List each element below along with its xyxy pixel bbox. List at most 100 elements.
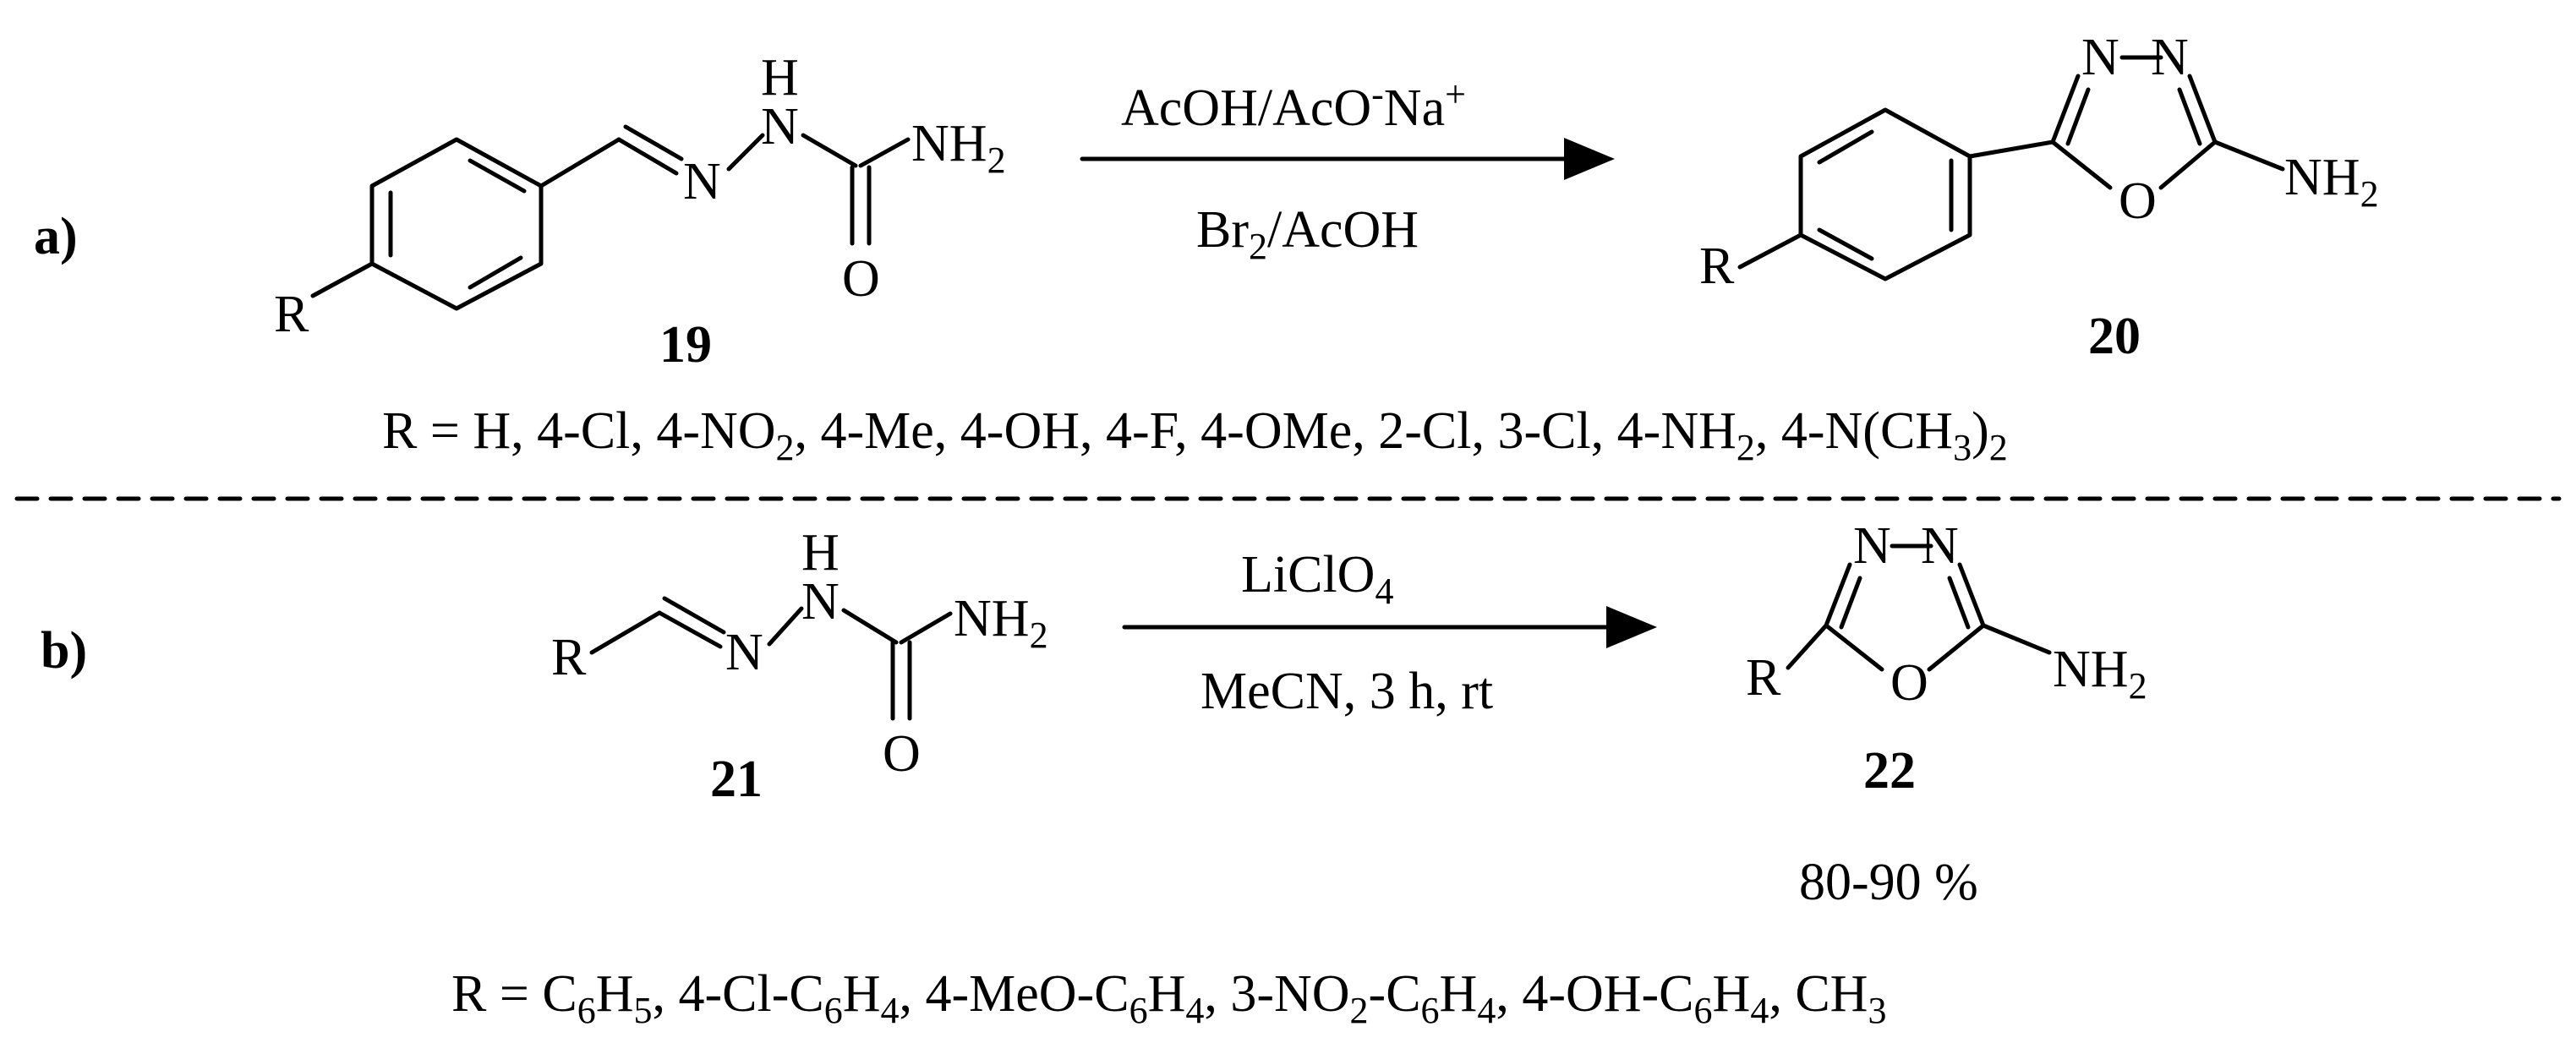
n-nh-bond-21 <box>767 606 804 647</box>
r-bond-19 <box>310 261 375 298</box>
product-20-substituent: R <box>1699 238 1735 295</box>
substituent-text: H <box>843 965 881 1023</box>
product-22-amine: NH2 <box>2053 641 2147 707</box>
subscript: 6 <box>824 990 843 1031</box>
substituent-text: H <box>1148 965 1186 1023</box>
reactant-19-nh-h: H <box>761 49 799 106</box>
ch-n-bond-19 <box>616 137 679 176</box>
reactant-21-carbonyl-o: O <box>883 725 921 783</box>
oxadiazole-22-c-n-left <box>1824 562 1852 628</box>
product-22-yield: 80-90 % <box>1799 854 1978 911</box>
ring-oxadiazole-bond-20 <box>1967 139 2055 159</box>
substituent-text: R = H, 4-Cl, 4-NO <box>382 402 776 460</box>
scheme-a-label: a) <box>34 208 78 265</box>
compound-number-19: 19 <box>659 316 712 374</box>
reactant-19-nh-n: N <box>761 98 799 156</box>
ch-n-bond-19-double <box>623 124 684 161</box>
benzene-20-inner-bond-1 <box>1817 129 1874 165</box>
substituent-text: ) <box>1972 402 1989 460</box>
substituent-text: , 4-MeO-C <box>899 965 1129 1023</box>
compound-number-22: 22 <box>1863 742 1916 800</box>
oxadiazole-20-c-n-left-double <box>2065 87 2091 146</box>
r-bond-20 <box>1737 232 1803 270</box>
subscript: 6 <box>1129 990 1148 1031</box>
subscript: 6 <box>1694 990 1713 1031</box>
reactant-21-amine: NH2 <box>954 590 1048 656</box>
subscript: 2 <box>1350 990 1369 1031</box>
n-nh-bond-19 <box>726 133 765 172</box>
substituent-text: , 3-NO <box>1204 965 1349 1023</box>
product-22-structure <box>1786 543 2052 672</box>
oxadiazole-22-c-nh2 <box>1981 623 2052 655</box>
product-20-ring-o: O <box>2119 172 2157 230</box>
reactant-19-amine: NH2 <box>911 115 1006 181</box>
reactant-21-nh-n: N <box>801 573 840 631</box>
substituent-text: H <box>596 965 634 1023</box>
oxadiazole-22-n-c-right <box>1957 562 1986 628</box>
substituents-line-b: R = C6H5, 4-Cl-C6H4, 4-MeO-C6H4, 3-NO2-C… <box>451 965 1886 1031</box>
reactant-21-substituent: R <box>551 629 587 686</box>
subscript: 2 <box>1736 427 1755 468</box>
subscript: 3 <box>1953 427 1972 468</box>
subscript: 4 <box>1750 990 1769 1031</box>
oxadiazole-22-n-c-right-double <box>1947 576 1971 630</box>
product-20-amine: NH2 <box>2284 149 2379 215</box>
oxadiazole-20-c-n-left <box>2050 74 2081 145</box>
reactant-21-imine-n: N <box>725 624 763 681</box>
oxadiazole-20-n-c-right <box>2187 74 2218 145</box>
reactant-19-imine-n: N <box>683 153 721 210</box>
r-bond-21 <box>589 610 662 655</box>
subscript: 2 <box>1989 427 2008 468</box>
substituent-text: H <box>1713 965 1751 1023</box>
subscript: 4 <box>880 990 899 1031</box>
substituent-text: R = C <box>451 965 577 1023</box>
oxadiazole-20-c-o-left <box>2050 139 2113 190</box>
product-20-structure <box>1737 55 2285 281</box>
reactant-21-structure <box>589 596 953 721</box>
conditions-a-above: AcOH/AcO-Na+ <box>1121 74 1466 137</box>
r-bond-22 <box>1786 623 1829 670</box>
compound-number-20: 20 <box>2088 308 2141 365</box>
substituent-text: , CH <box>1769 965 1868 1023</box>
product-20-n-left: N <box>2081 29 2119 86</box>
product-22-ring-o: O <box>1890 654 1928 712</box>
subscript: 2 <box>776 427 795 468</box>
c-nh2-bond-21 <box>899 611 953 645</box>
ch-n-bond-21 <box>657 610 723 649</box>
oxadiazole-22-o-c-right <box>1927 623 1986 672</box>
oxadiazole-22-c-o-left <box>1824 623 1884 672</box>
benzene-20-inner-bond-3 <box>1817 227 1874 261</box>
reactant-19-structure <box>310 124 911 311</box>
subscript: 6 <box>577 990 596 1031</box>
subscript: 4 <box>1185 990 1204 1031</box>
conditions-a-below: Br2/AcOH <box>1196 201 1419 267</box>
conditions-b-below: MeCN, 3 h, rt <box>1200 663 1493 720</box>
substituent-text: , 4-OH-C <box>1496 965 1693 1023</box>
subscript: 5 <box>633 990 652 1031</box>
subscript: 6 <box>1421 990 1440 1031</box>
nh-c-bond-19 <box>801 133 858 168</box>
ring-ch-bond-19 <box>539 137 621 188</box>
substituent-text: -C <box>1369 965 1421 1023</box>
oxadiazole-20-o-c-right <box>2158 139 2218 190</box>
substituent-text: , 4-Cl-C <box>652 965 823 1023</box>
benzene-ring-20 <box>1798 107 1972 281</box>
substituents-line-a: R = H, 4-Cl, 4-NO2, 4-Me, 4-OH, 4-F, 4-O… <box>382 402 2008 468</box>
scheme-b-label: b) <box>41 622 87 680</box>
substituent-text: , 4-N(CH <box>1755 402 1953 460</box>
reactant-19-substituent: R <box>274 286 309 343</box>
nh-c-bond-21 <box>841 608 899 645</box>
substituent-text: , 4-Me, 4-OH, 4-F, 4-OMe, 2-Cl, 3-Cl, 4-… <box>795 402 1736 460</box>
benzene-ring-19 <box>369 137 544 311</box>
subscript: 3 <box>1868 990 1886 1031</box>
benzene-19-inner-bond-1 <box>468 158 527 194</box>
subscript: 4 <box>1477 990 1496 1031</box>
oxadiazole-22-c-n-left-double <box>1839 576 1862 630</box>
compound-number-21: 21 <box>710 751 763 808</box>
oxadiazole-20-c-nh2 <box>2212 139 2285 172</box>
product-22-n-right: N <box>1921 517 1959 575</box>
benzene-19-inner-bond-2 <box>468 255 523 290</box>
oxadiazole-20-n-c-right-double <box>2177 87 2202 146</box>
reactant-19-carbonyl-o: O <box>842 250 880 308</box>
